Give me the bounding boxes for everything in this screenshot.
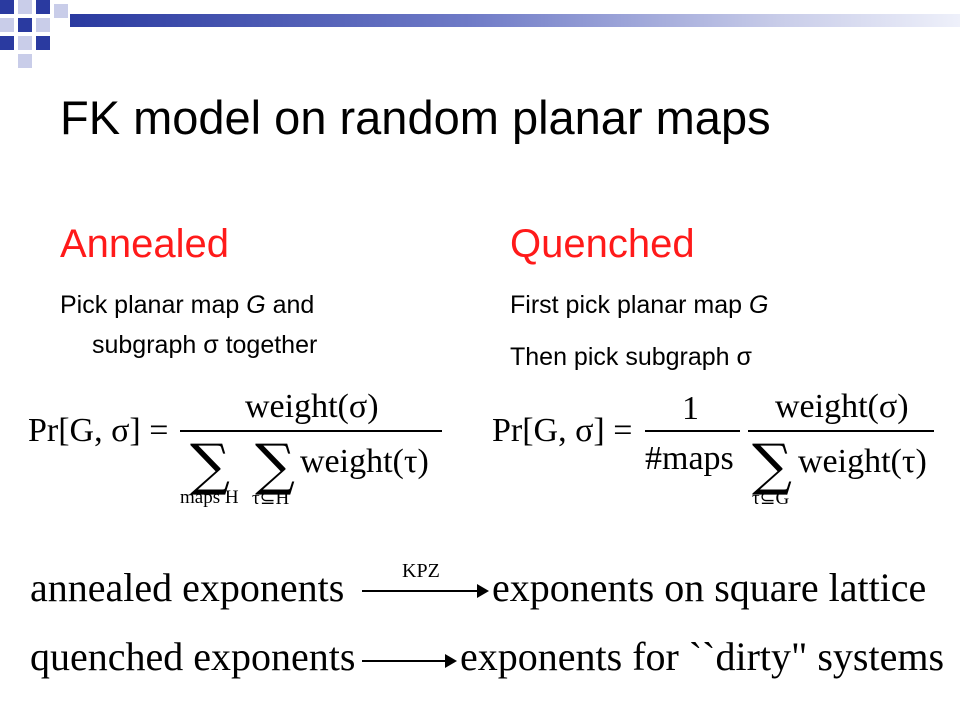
corner-square-2 xyxy=(18,0,32,14)
kpz-arrow xyxy=(362,584,489,598)
quenched-line-2: Then pick subgraph σ xyxy=(510,343,752,371)
annealed-line-1-end: and xyxy=(265,291,315,319)
corner-square-6 xyxy=(18,18,32,32)
quenched-line-1-text: First pick planar map xyxy=(510,291,749,319)
quenched-line-1: First pick planar map G xyxy=(510,290,768,320)
quenched-fraction-2-line xyxy=(748,430,934,432)
quenched-formula-lhs: Pr[G, σ] = xyxy=(492,412,633,449)
corner-square-7 xyxy=(36,18,50,32)
corner-square-10 xyxy=(36,36,50,50)
corner-square-1 xyxy=(0,0,14,14)
quenched-exponents-label: quenched exponents xyxy=(30,634,356,679)
quenched-line-1-var: G xyxy=(748,291,769,319)
annealed-formula-lhs: Pr[G, σ] = xyxy=(28,412,169,449)
annealed-sum-2: ∑ xyxy=(255,433,295,498)
quenched-formula-denominator: weight(τ) xyxy=(798,443,927,480)
quenched-fraction-1-num: 1 xyxy=(682,390,699,427)
annealed-sum-2-sub: τ⊆H xyxy=(252,488,290,509)
annealed-line-1: Pick planar map G and xyxy=(60,290,314,320)
corner-square-3 xyxy=(36,0,50,14)
quenched-formula-numerator: weight(σ) xyxy=(775,388,909,425)
annealed-exponents-label: annealed exponents xyxy=(30,565,345,610)
corner-square-9 xyxy=(18,36,32,50)
quenched-fraction-1-line xyxy=(645,430,740,432)
square-lattice-exponents-label: exponents on square lattice xyxy=(492,565,927,610)
annealed-sum-1: ∑ xyxy=(190,433,230,498)
annealed-sum-1-sub: maps H xyxy=(180,487,239,508)
dirty-systems-exponents-label: exponents for ``dirty" systems xyxy=(460,634,945,679)
corner-square-8 xyxy=(0,36,14,50)
header-bar xyxy=(70,14,960,27)
annealed-formula-denominator: weight(τ) xyxy=(300,443,429,480)
slide-title: FK model on random planar maps xyxy=(60,91,771,144)
annealed-line-1-text: Pick planar map xyxy=(60,291,247,319)
annealed-fraction-line xyxy=(180,430,442,432)
annealed-line-2: subgraph σ together xyxy=(92,331,318,359)
corner-square-4 xyxy=(54,4,68,18)
corner-square-11 xyxy=(18,54,32,68)
annealed-formula-numerator: weight(σ) xyxy=(245,388,379,425)
quenched-heading: Quenched xyxy=(510,222,695,266)
annealed-line-1-var: G xyxy=(246,291,266,319)
quenched-fraction-1-den: #maps xyxy=(645,440,734,477)
kpz-label: KPZ xyxy=(402,560,440,582)
quenched-sum: ∑ xyxy=(752,433,792,498)
quenched-sum-sub: τ⊆G xyxy=(752,488,790,509)
corner-square-5 xyxy=(0,18,14,32)
annealed-heading: Annealed xyxy=(60,222,230,266)
quenched-arrow xyxy=(362,654,457,668)
